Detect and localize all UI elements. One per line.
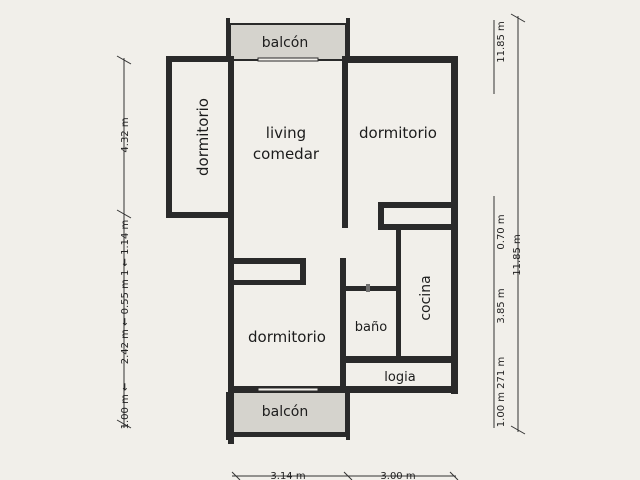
label-dormitorio-right: dormitorio <box>359 124 437 142</box>
dim-right-bottom: 1.00 m 271 m <box>496 357 507 427</box>
label-balcon-top: balcón <box>262 35 309 51</box>
dim-right-mid3: 3.85 m <box>496 288 507 323</box>
dim-bottom-right: 3.00 m <box>380 471 415 480</box>
dimension-right <box>493 13 526 435</box>
window-bottom <box>257 387 319 392</box>
dimension-bottom <box>231 471 459 480</box>
dimension-left <box>116 55 132 429</box>
label-dormitorio-left: dormitorio <box>194 98 212 176</box>
balcony-bottom <box>229 391 347 437</box>
dim-right-mid1: 0.70 m <box>496 214 507 249</box>
dim-left-top: 4.32 m <box>120 117 131 152</box>
balcony-frames <box>226 18 350 440</box>
label-logia: logia <box>384 370 415 385</box>
exterior-walls <box>166 56 458 444</box>
label-living: living <box>266 124 306 142</box>
label-cocina: cocina <box>418 275 434 320</box>
label-bano: baño <box>355 320 387 335</box>
dim-bottom-left: 3.14 m <box>270 471 305 480</box>
label-comedar: comedar <box>253 145 320 163</box>
dim-right-mid2: 11.85 m <box>512 234 523 276</box>
dim-left-bottom: 1.00 m ← <box>120 383 131 430</box>
dim-right-top: 11.85 m <box>496 21 507 63</box>
window-top <box>257 57 319 62</box>
label-dormitorio-bottom: dormitorio <box>248 328 326 346</box>
label-balcon-bottom: balcón <box>262 404 309 420</box>
interior-walls <box>230 56 454 388</box>
dim-left-mid: 2.42 m ← 0.55 m 1 ← 1.14 m <box>120 220 131 365</box>
